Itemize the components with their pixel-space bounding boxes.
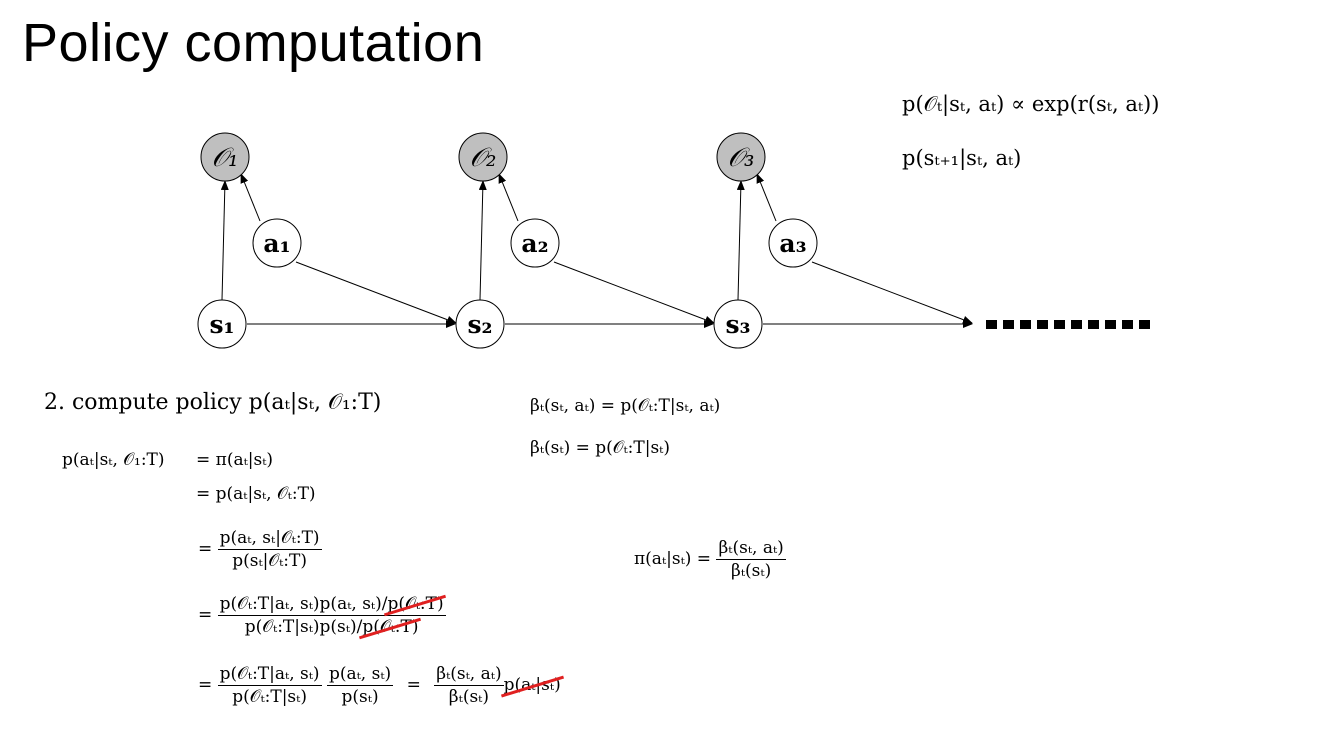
beta-s-definition: βₜ(sₜ) = p(𝒪ₜ:T|sₜ) — [530, 438, 671, 458]
derivation-line5-f3-num: βₜ(sₜ, aₜ) — [434, 664, 504, 686]
derivation-line5: = p(𝒪ₜ:T|aₜ, sₜ) p(𝒪ₜ:T|sₜ) p(aₜ, sₜ) p(… — [198, 664, 561, 707]
derivation-line5-f3-den: βₜ(sₜ) — [448, 687, 489, 707]
state-node-2-label: s₂ — [467, 310, 492, 339]
edge-a2-o2 — [498, 173, 519, 222]
derivation-line5-fraction-1: p(𝒪ₜ:T|aₜ, sₜ) p(𝒪ₜ:T|sₜ) — [217, 664, 322, 707]
derivation-line4-fraction: p(𝒪ₜ:T|aₜ, sₜ)p(aₜ, sₜ)/p(𝒪ₜ:T) p(𝒪ₜ:T|s… — [217, 594, 446, 637]
edge-a1-s2 — [295, 261, 457, 324]
derivation-line5-f2-den: p(sₜ) — [341, 687, 379, 707]
derivation-line5-eq2: = — [406, 675, 421, 695]
obs-node-1: 𝒪₁ — [200, 132, 250, 182]
derivation-line2: = p(aₜ|sₜ, 𝒪ₜ:T) — [196, 484, 316, 504]
action-node-3-label: a₃ — [779, 229, 806, 258]
slide-title: Policy computation — [22, 13, 485, 73]
edge-s3-o3 — [736, 180, 745, 301]
policy-result-den: βₜ(sₜ) — [731, 561, 772, 581]
policy-result: π(aₜ|sₜ) = βₜ(sₜ, aₜ) βₜ(sₜ) — [634, 538, 786, 581]
obs-node-2: 𝒪₂ — [458, 132, 508, 182]
policy-result-num: βₜ(sₜ, aₜ) — [716, 538, 786, 560]
beta-sa-definition: βₜ(sₜ, aₜ) = p(𝒪ₜ:T|sₜ, aₜ) — [530, 396, 721, 416]
edge-a3-o3 — [756, 173, 777, 222]
edge-a2-s3 — [553, 261, 715, 324]
obs-node-2-label: 𝒪₂ — [470, 143, 497, 173]
cancelled-term-num: p(𝒪ₜ:T) — [387, 594, 444, 614]
dynamics-equation: p(sₜ₊₁|sₜ, aₜ) — [902, 146, 1022, 170]
derivation-line5-fraction-3: βₜ(sₜ, aₜ) βₜ(sₜ) — [434, 664, 504, 707]
action-node-2: a₂ — [510, 218, 560, 268]
edge-a3-next — [811, 261, 973, 324]
derivation-line4: = p(𝒪ₜ:T|aₜ, sₜ)p(aₜ, sₜ)/p(𝒪ₜ:T) p(𝒪ₜ:T… — [198, 594, 446, 637]
obs-node-3-label: 𝒪₃ — [728, 143, 755, 173]
derivation-line4-den: p(𝒪ₜ:T|sₜ)p(sₜ)/p(𝒪ₜ:T) — [218, 616, 446, 637]
derivation-line3-fraction: p(aₜ, sₜ|𝒪ₜ:T) p(sₜ|𝒪ₜ:T) — [217, 528, 322, 571]
derivation-line5-f1-den: p(𝒪ₜ:T|sₜ) — [232, 687, 307, 707]
cancelled-term-den: p(𝒪ₜ:T) — [362, 617, 419, 637]
derivation-line3-den: p(sₜ|𝒪ₜ:T) — [232, 551, 307, 571]
optimality-equation: p(𝒪ₜ|sₜ, aₜ) ∝ exp(r(sₜ, aₜ)) — [902, 92, 1160, 116]
derivation-line5-f2-num: p(aₜ, sₜ) — [326, 664, 394, 686]
action-node-1-label: a₁ — [263, 229, 290, 258]
state-node-1: s₁ — [197, 299, 247, 349]
derivation-line5-f1-num: p(𝒪ₜ:T|aₜ, sₜ) — [217, 664, 322, 686]
derivation-line5-eq: = — [198, 675, 213, 695]
state-node-3-label: s₃ — [725, 310, 750, 339]
obs-node-3: 𝒪₃ — [716, 132, 766, 182]
derivation-line3: = p(aₜ, sₜ|𝒪ₜ:T) p(sₜ|𝒪ₜ:T) — [198, 528, 322, 571]
derivation-line3-eq: = — [198, 539, 213, 559]
edge-s2-o2 — [478, 180, 487, 301]
policy-result-fraction: βₜ(sₜ, aₜ) βₜ(sₜ) — [716, 538, 786, 581]
derivation-line1: = π(aₜ|sₜ) — [196, 450, 274, 470]
derivation-line4-den-text: p(𝒪ₜ:T|sₜ)p(sₜ)/ — [244, 617, 363, 637]
cancelled-policy-term: p(aₜ|sₜ) — [503, 675, 561, 695]
policy-result-lhs: π(aₜ|sₜ) = — [634, 549, 712, 569]
derivation-line4-num: p(𝒪ₜ:T|aₜ, sₜ)p(aₜ, sₜ)/p(𝒪ₜ:T) — [217, 594, 446, 616]
edge-a1-o1 — [240, 173, 261, 222]
action-node-1: a₁ — [252, 218, 302, 268]
step-heading: 2. compute policy p(aₜ|sₜ, 𝒪₁:T) — [44, 390, 382, 415]
derivation-lhs: p(aₜ|sₜ, 𝒪₁:T) — [62, 450, 165, 470]
continuation-dots — [986, 320, 1150, 329]
derivation-line4-num-text: p(𝒪ₜ:T|aₜ, sₜ)p(aₜ, sₜ)/ — [219, 594, 388, 614]
derivation-line5-fraction-2: p(aₜ, sₜ) p(sₜ) — [326, 664, 394, 707]
action-node-3: a₃ — [768, 218, 818, 268]
derivation-line4-eq: = — [198, 605, 213, 625]
edge-s1-o1 — [220, 180, 229, 301]
obs-node-1-label: 𝒪₁ — [212, 143, 239, 173]
state-node-2: s₂ — [455, 299, 505, 349]
state-node-1-label: s₁ — [209, 310, 234, 339]
action-node-2-label: a₂ — [521, 229, 548, 258]
derivation-line3-num: p(aₜ, sₜ|𝒪ₜ:T) — [217, 528, 322, 550]
state-node-3: s₃ — [713, 299, 763, 349]
